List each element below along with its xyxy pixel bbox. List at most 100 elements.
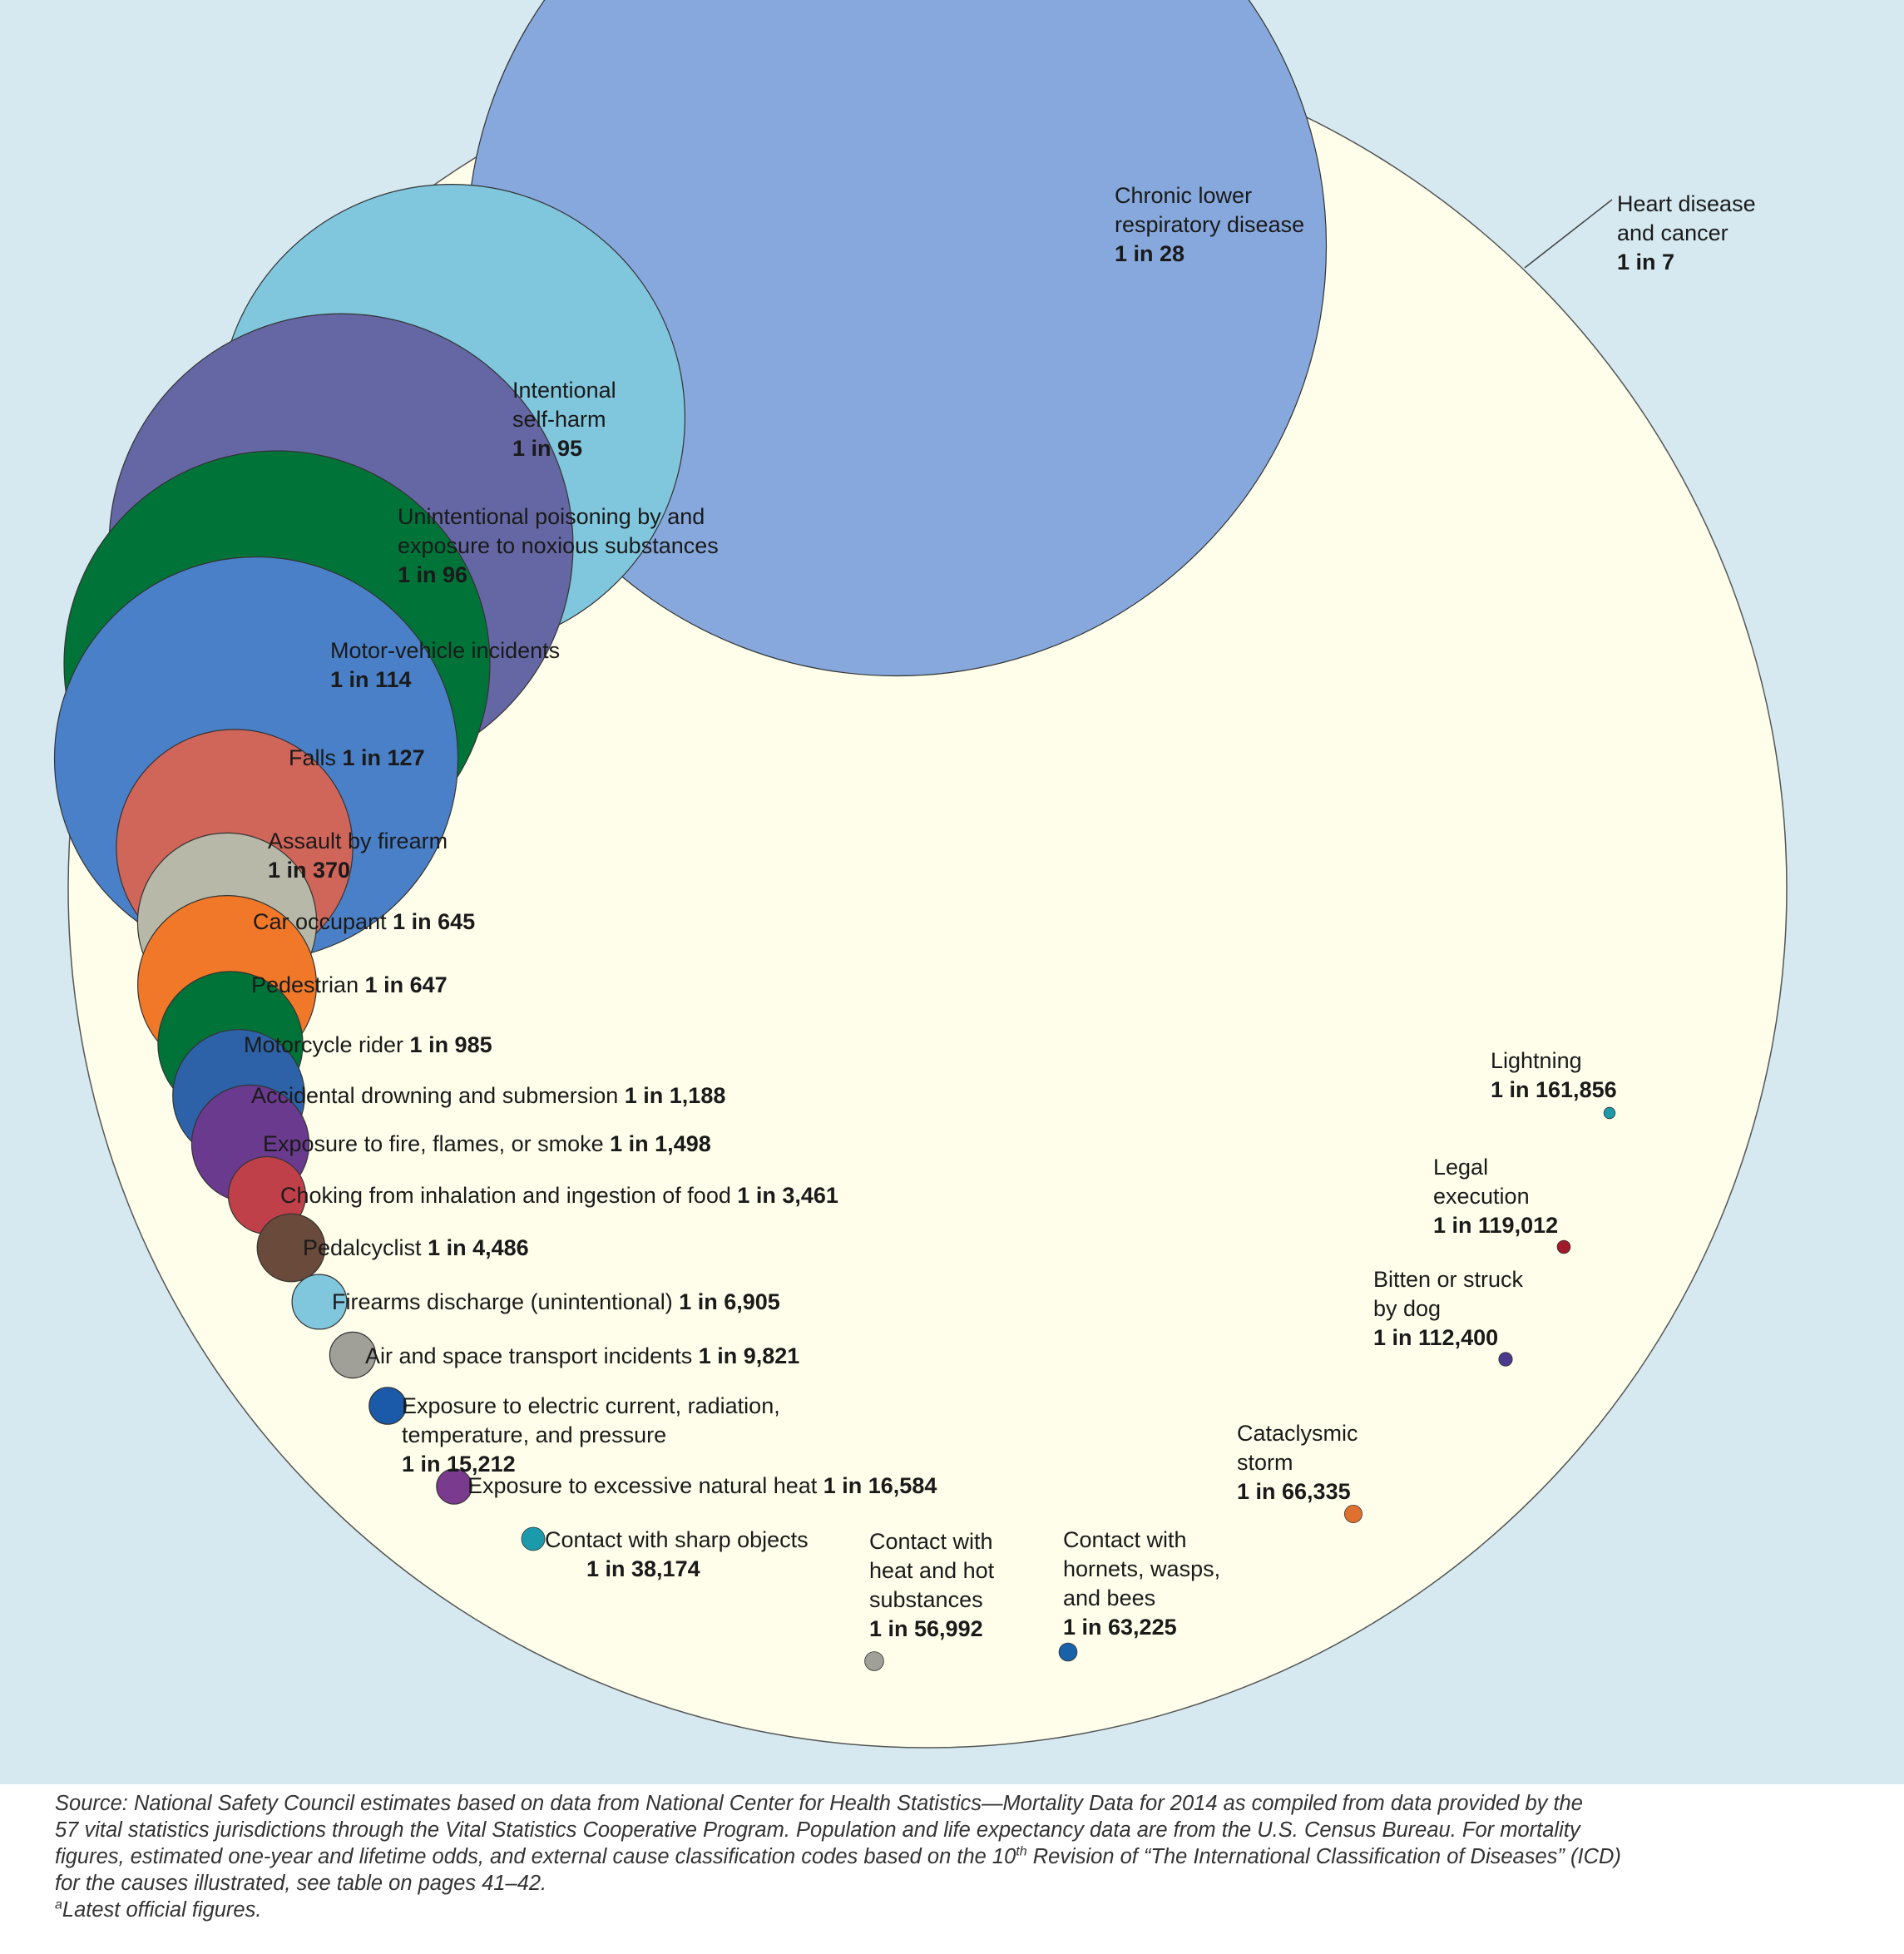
label-odds: 1 in 66,335 [1237,1479,1351,1504]
label-text: Legal [1433,1155,1489,1180]
bubble-contact-with-heat-and-hot-substances [864,1651,884,1671]
label-text: Pedalcyclist [303,1235,422,1260]
label-odds: 1 in 28 [1115,241,1185,266]
source-line-3: figures, estimated one-year and lifetime… [55,1843,1852,1870]
label-unintentional-poisoning-by-and-exposure-to-noxious-substances: Unintentional poisoning by and exposure t… [398,502,719,590]
label-text: Intentional [512,378,616,403]
label-odds: 1 in 1,188 [618,1083,726,1108]
label-text: hornets, wasps, [1063,1556,1221,1581]
label-text: execution [1433,1184,1530,1209]
label-odds: 1 in 96 [398,562,468,587]
label-choking-from-inhalation-and-ingestion-of-food: Choking from inhalation and ingestion of… [280,1181,838,1210]
label-contact-with-hornets-wasps-and-bees: Contact with hornets, wasps, and bees 1 in … [1063,1526,1220,1642]
bubble-bitten-or-struck-by-dog [1498,1352,1513,1367]
label-exposure-to-electric-current-radiation-temperature-and-pressure: Exposure to electric current, radiation,… [402,1392,780,1479]
source-note: Source: National Safety Council estimate… [55,1790,1852,1923]
label-pedestrian: Pedestrian 1 in 647 [251,971,448,1000]
label-falls: Falls 1 in 127 [289,744,425,773]
label-odds: 1 in 9,821 [692,1343,800,1368]
label-text: Pedestrian [251,972,359,997]
footnote-marker: a [55,1897,62,1912]
footnote-text: Latest official figures. [62,1898,262,1922]
label-odds: 1 in 38,174 [586,1556,700,1581]
label-text: Assault by firearm [268,829,448,853]
source-superscript: th [1016,1844,1027,1859]
label-intentional-self-harm: Intentional self-harm 1 in 95 [512,376,616,463]
bubble-firearms-discharge-unintentional [291,1274,348,1330]
label-odds: 1 in 161,856 [1491,1077,1617,1102]
label-odds: 1 in 95 [512,436,583,461]
bubble-air-and-space-transport-incidents [329,1331,377,1379]
label-text: respiratory disease [1115,212,1305,237]
footnote: aLatest official figures. [55,1897,1852,1923]
bubble-pedalcyclist [256,1213,326,1283]
label-odds: 1 in 1,498 [603,1131,711,1156]
label-motor-vehicle-incidents: Motor-vehicle incidents 1 in 114 [330,636,560,695]
label-odds: 1 in 15,212 [402,1452,516,1477]
label-text: Falls [289,745,337,770]
label-odds: 1 in 370 [268,858,351,883]
label-odds: 1 in 114 [330,667,412,692]
source-line-3-a: figures, estimated one-year and lifetime… [55,1845,1016,1868]
bubble-contact-with-hornets-wasps-and-bees [1058,1642,1078,1662]
label-text: Exposure to fire, flames, or smoke [263,1131,604,1156]
label-accidental-drowning-and-submersion: Accidental drowning and submersion 1 in … [251,1081,725,1111]
label-text: self-harm [512,407,606,432]
label-text: and bees [1063,1585,1156,1610]
label-motorcycle-rider: Motorcycle rider 1 in 985 [244,1031,492,1060]
label-exposure-to-fire-flames-or-smoke: Exposure to fire, flames, or smoke 1 in … [263,1130,711,1159]
label-assault-by-firearm: Assault by firearm 1 in 370 [268,827,448,885]
label-firearms-discharge-unintentional: Firearms discharge (unintentional) 1 in … [332,1288,780,1317]
label-contact-with-sharp-objects: Contact with sharp objects 1 in 38,174 [545,1526,809,1584]
label-odds: 1 in 127 [336,745,425,770]
label-odds: 1 in 645 [386,909,476,934]
label-text: Motor-vehicle incidents [330,638,561,663]
label-text: Car occupant [253,909,387,934]
label-text: Exposure to electric current, radiation, [402,1393,780,1418]
label-contact-with-heat-and-hot-substances: Contact with heat and hot substances 1 in 5… [869,1527,994,1644]
label-car-occupant: Car occupant 1 in 645 [253,908,475,937]
source-line-2: 57 vital statistics jurisdictions throug… [55,1818,1580,1842]
label-text: Bitten or struck [1373,1267,1524,1292]
label-text: by dog [1373,1296,1442,1321]
label-odds: 1 in 56,992 [869,1616,983,1641]
label-text: Chronic lower [1115,183,1253,208]
label-text: Exposure to excessive natural heat [467,1473,818,1498]
bubble-contact-with-sharp-objects [521,1526,546,1551]
label-text: Heart disease [1617,191,1756,216]
label-odds: 1 in 112,400 [1373,1325,1499,1350]
label-odds: 1 in 4,486 [421,1235,529,1260]
label-text: Firearms discharge (unintentional) [332,1289,673,1314]
label-text: storm [1237,1450,1293,1475]
label-text: Contact with [869,1529,993,1554]
label-text: heat and hot [869,1558,995,1583]
bubble-exposure-to-excessive-natural-heat [436,1468,472,1505]
label-odds: 1 in 647 [359,972,448,997]
label-text: Contact with sharp objects [545,1527,809,1552]
label-text: Choking from inhalation and ingestion of… [280,1183,731,1208]
label-chronic-lower-respiratory-disease: Chronic lower respiratory disease 1 in 28 [1115,181,1304,269]
label-lightning: Lightning 1 in 161,856 [1491,1046,1617,1105]
label-pedalcyclist: Pedalcyclist 1 in 4,486 [303,1234,529,1263]
label-odds: 1 in 6,905 [672,1289,780,1314]
label-text: Contact with [1063,1527,1187,1552]
label-text: exposure to noxious substances [398,533,719,558]
label-odds: 1 in 63,225 [1063,1615,1177,1640]
label-text: temperature, and pressure [402,1422,667,1447]
label-text: Unintentional poisoning by and [398,504,705,529]
bubble-lightning [1603,1106,1616,1120]
label-text: substances [869,1587,983,1612]
source-line-4: for the causes illustrated, see table on… [55,1872,547,1895]
label-text: Motorcycle rider [244,1032,404,1057]
label-odds: 1 in 3,461 [730,1183,838,1208]
label-air-and-space-transport-incidents: Air and space transport incidents 1 in 9… [365,1342,799,1371]
label-text: and cancer [1617,220,1728,245]
label-text: Lightning [1491,1048,1582,1073]
chart-panel: Chronic lower respiratory disease 1 in 28 I… [0,0,1904,1784]
label-odds: 1 in 16,584 [817,1473,937,1498]
label-text: Accidental drowning and submersion [251,1083,619,1108]
source-line-1: Source: National Safety Council estimate… [55,1792,1583,1815]
